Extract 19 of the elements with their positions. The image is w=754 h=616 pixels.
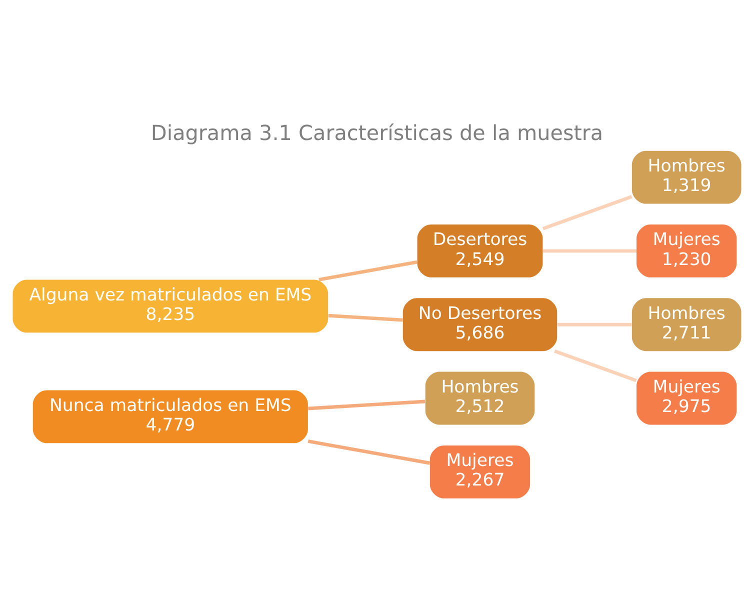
connector (554, 348, 637, 382)
connector (542, 194, 632, 230)
node-box: Hombres 2,711 (632, 298, 742, 351)
node-box: Hombres 1,319 (632, 150, 742, 204)
node-box: Hombres 2,512 (425, 371, 535, 424)
node-box: Mujeres 2,267 (430, 444, 530, 498)
connector (557, 322, 632, 326)
connector (308, 439, 430, 464)
node-box: Mujeres 1,230 (636, 224, 737, 277)
diagram-title: Diagrama 3.1 Características de la muestra (150, 120, 604, 144)
connector (318, 260, 418, 281)
connector (308, 399, 426, 410)
node-box: Nunca matriculados en EMS 4,779 (32, 390, 308, 443)
connector (328, 313, 403, 322)
node-box: Desertores 2,549 (417, 224, 543, 277)
connector (543, 248, 636, 252)
node-box: No Desertores 5,686 (402, 298, 558, 351)
node-box: Alguna vez matriculados en EMS 8,235 (12, 279, 328, 332)
node-box: Mujeres 2,975 (636, 371, 737, 424)
